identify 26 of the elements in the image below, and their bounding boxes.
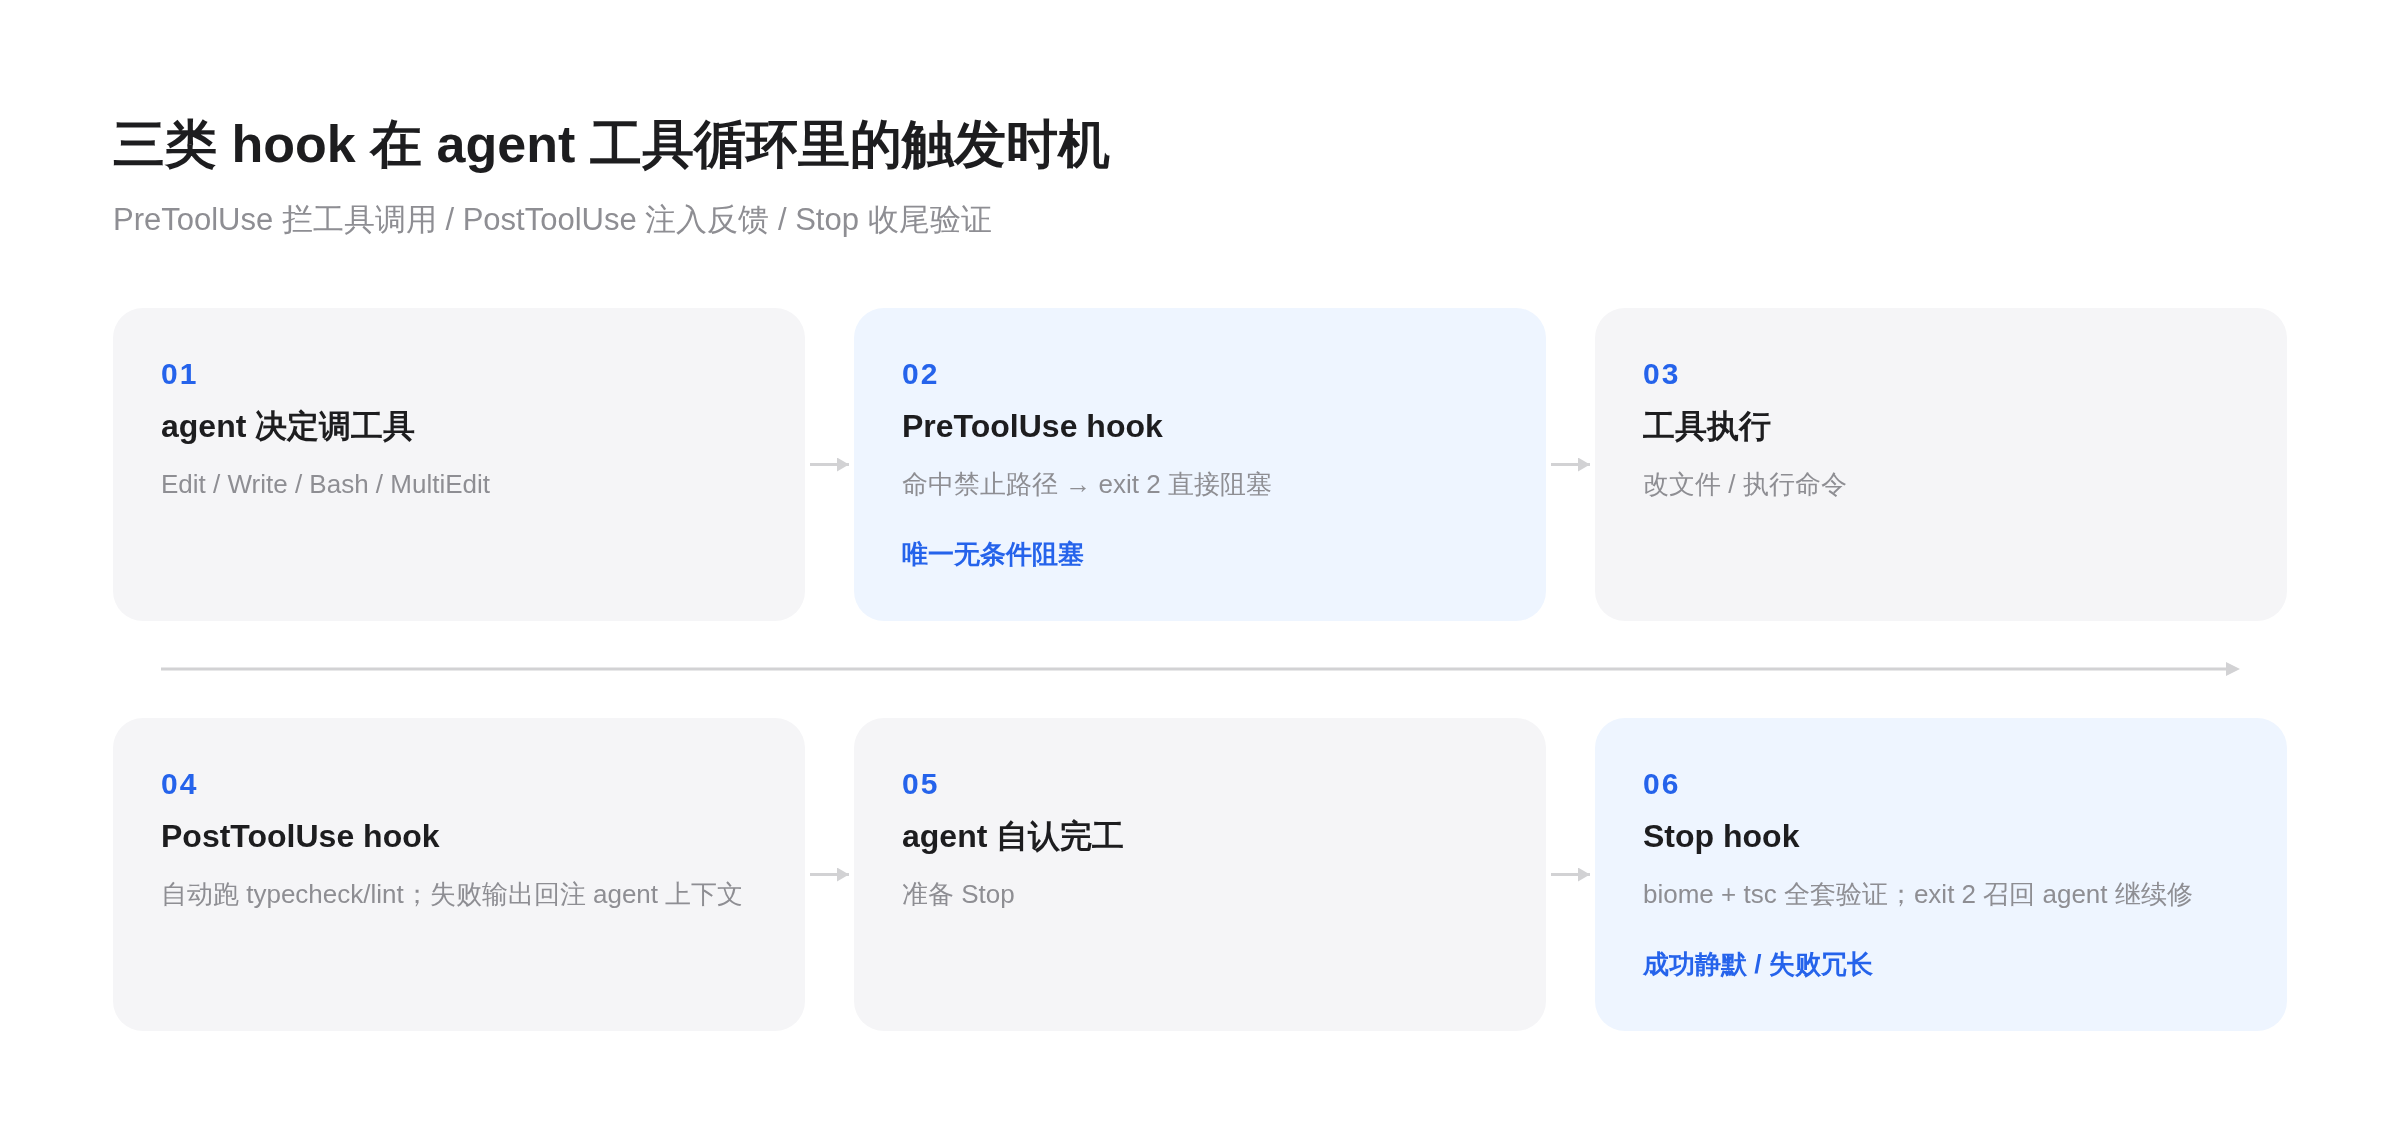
step-description: 改文件 / 执行命令 [1643,468,1847,501]
step-number: 06 [1643,766,1681,802]
step-description: Edit / Write / Bash / MultiEdit [161,468,490,501]
step-note: 成功静默 / 失败冗长 [1643,948,1873,981]
step-title: PreToolUse hook [902,407,1163,446]
step-title: agent 自认完工 [902,817,1125,856]
diagram-title: 三类 hook 在 agent 工具循环里的触发时机 [113,114,1110,175]
step-description: 命中禁止路径 → exit 2 直接阻塞 [902,468,1272,501]
step-description: 准备 Stop [902,878,1015,911]
step-number: 01 [161,356,199,392]
step-title: PostToolUse hook [161,817,440,856]
arrow [810,867,849,882]
step-description: 自动跑 typecheck/lint；失败输出回注 agent 上下文 [161,878,744,911]
step-title: Stop hook [1643,817,1800,856]
diagram-subtitle: PreToolUse 拦工具调用 / PostToolUse 注入反馈 / Stop 收尾验证 [113,201,992,239]
step-title: 工具执行 [1643,407,1771,446]
step-number: 03 [1643,356,1681,392]
arrow [1551,867,1590,882]
step-title: agent 决定调工具 [161,407,416,446]
arrow [810,457,849,472]
step-description: biome + tsc 全套验证；exit 2 召回 agent 继续修 [1643,878,2193,911]
step-number: 02 [902,356,940,392]
step-number: 04 [161,766,199,802]
arrow [1551,457,1590,472]
step-note: 唯一无条件阻塞 [902,538,1084,571]
step-number: 05 [902,766,940,802]
